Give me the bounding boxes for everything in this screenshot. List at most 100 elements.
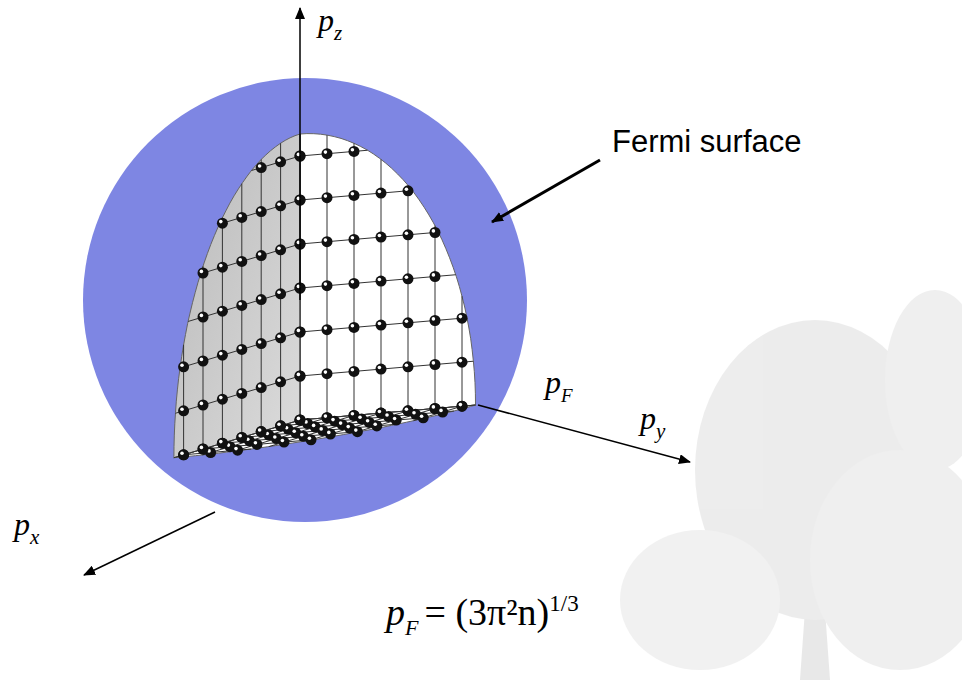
lattice-highlight: [219, 220, 223, 224]
lattice-highlight: [180, 451, 184, 455]
lattice-highlight: [459, 403, 463, 407]
lattice-point: [275, 420, 286, 431]
lattice-point: [322, 280, 333, 291]
lattice-point: [295, 415, 306, 426]
lattice-highlight: [200, 402, 204, 406]
lattice-point: [349, 190, 360, 201]
math-label: p: [318, 2, 334, 38]
lattice-highlight: [281, 439, 285, 443]
lattice-highlight: [238, 434, 242, 438]
math-label: p: [386, 591, 405, 633]
lattice-highlight: [432, 229, 436, 233]
lattice-point: [430, 227, 441, 238]
lattice-point: [371, 420, 382, 431]
lattice-line: [300, 190, 412, 200]
lattice-highlight: [219, 264, 223, 268]
lattice-point: [252, 439, 263, 450]
lattice-point: [403, 361, 414, 372]
lattice-point: [256, 426, 267, 437]
lattice-point: [256, 338, 267, 349]
lattice-highlight: [238, 302, 242, 306]
lattice-highlight: [366, 419, 370, 423]
lattice-highlight: [277, 334, 281, 338]
lattice-point: [279, 437, 290, 448]
lattice-point: [256, 162, 267, 173]
lattice-highlight: [432, 361, 436, 365]
lattice-highlight: [405, 231, 409, 235]
lattice-point: [236, 432, 247, 443]
lattice-point: [457, 313, 468, 324]
lattice-highlight: [219, 440, 223, 444]
lattice-point: [256, 206, 267, 217]
lattice-highlight: [297, 417, 301, 421]
lattice-highlight: [439, 409, 443, 413]
lattice-line: [222, 218, 223, 443]
lattice-point: [352, 426, 363, 437]
fermi-sphere: [83, 78, 527, 522]
lattice-highlight: [297, 329, 301, 333]
lattice-highlight: [238, 434, 242, 438]
lattice-point: [178, 405, 189, 416]
lattice-point: [236, 300, 247, 311]
lattice-highlight: [200, 270, 204, 274]
lattice-highlight: [324, 370, 328, 374]
lattice-highlight: [258, 164, 262, 168]
lattice-highlight: [200, 358, 204, 362]
lattice-line: [180, 332, 300, 368]
lattice-line: [300, 232, 438, 244]
lattice-point: [403, 273, 414, 284]
lattice-point: [198, 444, 209, 455]
leader-arrow: [492, 160, 600, 222]
lattice-highlight: [378, 322, 382, 326]
lattice-highlight: [432, 317, 436, 321]
lattice-highlight: [432, 405, 436, 409]
lattice-highlight: [238, 346, 242, 350]
lattice-point: [322, 236, 333, 247]
lattice-point: [256, 426, 267, 437]
lattice-point: [178, 449, 189, 460]
lattice-highlight: [254, 441, 258, 445]
lattice-point: [349, 322, 360, 333]
lattice-point: [322, 368, 333, 379]
lattice-highlight: [385, 413, 389, 417]
back-face: [300, 134, 476, 420]
lattice-point: [275, 288, 286, 299]
lattice-highlight: [354, 428, 358, 432]
lattice-highlight: [258, 428, 262, 432]
lattice-highlight: [405, 407, 409, 411]
lattice-highlight: [277, 422, 281, 426]
lattice-point: [275, 200, 286, 211]
lattice-point: [376, 320, 387, 331]
lattice-point: [295, 415, 306, 426]
lattice-point: [295, 371, 306, 382]
lattice-highlight: [297, 373, 301, 377]
lattice-highlight: [351, 412, 355, 416]
lattice-point: [430, 315, 441, 326]
lattice-point: [418, 412, 429, 423]
lattice-highlight: [378, 410, 382, 414]
lattice-point: [376, 232, 387, 243]
lattice-highlight: [378, 410, 382, 414]
lattice-highlight: [297, 417, 301, 421]
math-label: F: [561, 385, 573, 406]
lattice-point: [295, 371, 306, 382]
lattice-highlight: [324, 150, 328, 154]
lattice-highlight: [200, 446, 204, 450]
lattice-line: [201, 244, 300, 274]
label-group: Fermi surface: [612, 124, 801, 160]
lattice-highlight: [351, 148, 355, 152]
lattice-highlight: [219, 396, 223, 400]
math-label: = (3π²n): [424, 591, 549, 633]
lattice-highlight: [324, 282, 328, 286]
lattice-highlight: [346, 425, 350, 429]
label-group: py: [640, 400, 665, 437]
lattice-highlight: [277, 290, 281, 294]
lattice-highlight: [459, 403, 463, 407]
lattice-point: [256, 250, 267, 261]
lattice-line: [408, 185, 409, 410]
lattice-highlight: [219, 440, 223, 444]
lattice-highlight: [180, 363, 184, 367]
lattice-point: [217, 218, 228, 229]
lattice-point: [391, 415, 402, 426]
